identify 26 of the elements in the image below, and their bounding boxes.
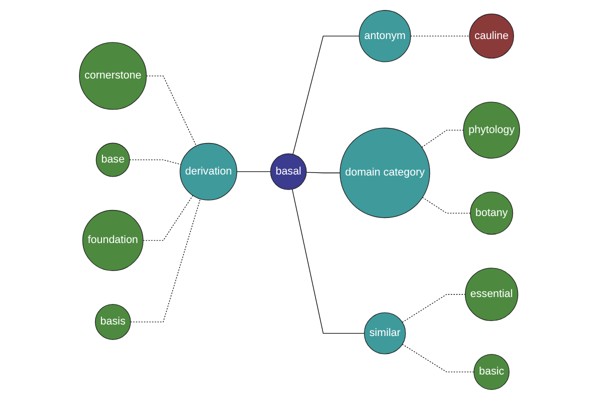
connector: [146, 76, 198, 146]
connector: [402, 294, 466, 323]
connector: [236, 171, 272, 172]
node-circle: basal: [270, 153, 308, 190]
connector: [402, 344, 475, 372]
node-circle: domain category: [340, 128, 431, 218]
connector: [422, 197, 472, 214]
node-circle: antonym: [359, 10, 412, 62]
connector: [130, 160, 182, 165]
node-circle: basis: [95, 304, 132, 340]
node-circle: phytology: [464, 102, 520, 159]
connector: [292, 188, 366, 334]
connector: [422, 130, 464, 148]
node-circle: essential: [465, 268, 519, 322]
node-circle: cornerstone: [80, 42, 148, 110]
node-circle: basic: [474, 354, 510, 390]
node-circle: foundation: [82, 210, 144, 271]
node-circle: botany: [470, 192, 514, 235]
connector: [143, 195, 194, 241]
connector: [306, 172, 341, 174]
node-circle: derivation: [180, 142, 238, 200]
connector: [130, 198, 202, 322]
node-circle: similar: [364, 312, 406, 354]
node-circle: cauline: [470, 14, 514, 59]
node-circle: base: [96, 142, 130, 177]
connector: [293, 36, 360, 155]
